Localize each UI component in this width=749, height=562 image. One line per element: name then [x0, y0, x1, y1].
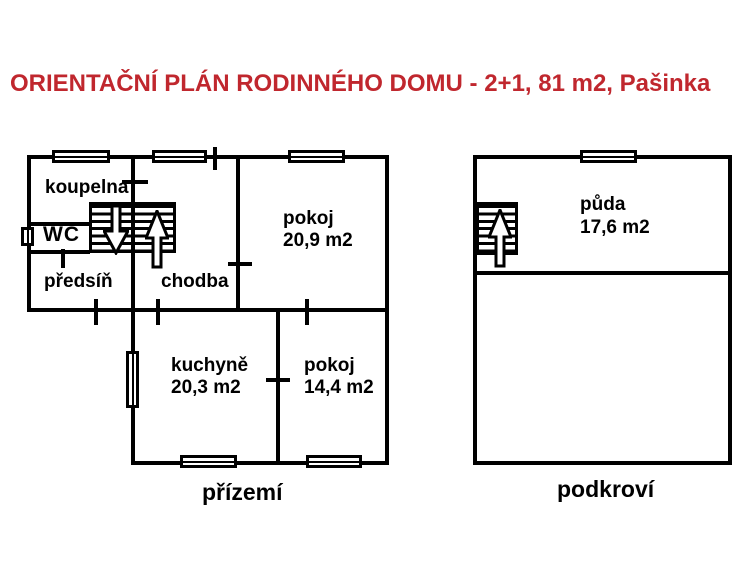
room-label-predsin: předsíň [44, 271, 113, 292]
window-symbol [580, 150, 637, 163]
plan-title: ORIENTAČNÍ PLÁN RODINNÉHO DOMU - 2+1, 81… [10, 70, 711, 97]
door-opening-tick [228, 262, 252, 266]
wall [27, 222, 90, 226]
room-name: pokoj [304, 355, 355, 376]
door-opening-tick [305, 299, 309, 325]
door-opening-tick [213, 147, 217, 170]
wall [236, 155, 240, 312]
wall [131, 155, 135, 465]
door-opening-tick [61, 249, 65, 268]
room-area: 14,4 m2 [304, 377, 374, 398]
floor-label-prizemi: přízemí [202, 479, 283, 505]
room-label-koupelna: koupelna [45, 177, 129, 198]
stair-arrow-up-icon [145, 210, 169, 269]
door-opening-tick [266, 378, 290, 382]
room-area: 20,9 m2 [283, 230, 353, 251]
room-label-pokoj-maly: pokoj 14,4 m2 [304, 355, 374, 399]
door-opening-tick [122, 180, 148, 184]
room-label-puda: půda 17,6 m2 [580, 193, 650, 239]
window-symbol [152, 150, 207, 163]
room-label-kuchyne: kuchyně 20,3 m2 [171, 355, 248, 399]
window-symbol [21, 227, 34, 246]
room-area: 17,6 m2 [580, 217, 650, 238]
wall [276, 308, 280, 465]
wall [27, 308, 389, 312]
wall [131, 461, 389, 465]
window-symbol [126, 351, 139, 408]
stair-arrow-up-icon [488, 209, 512, 268]
room-name: pokoj [283, 208, 334, 229]
room-label-chodba: chodba [161, 271, 229, 292]
wall [728, 155, 732, 465]
wall [473, 155, 477, 465]
room-name: kuchyně [171, 355, 249, 376]
window-symbol [288, 150, 345, 163]
stair-arrow-down-icon [103, 205, 129, 255]
wall [27, 250, 90, 254]
window-symbol [52, 150, 110, 163]
wall [473, 271, 732, 275]
staircase [476, 202, 518, 268]
door-opening-tick [156, 299, 160, 325]
floor-label-podkrovi: podkroví [557, 476, 655, 502]
wall [27, 155, 389, 159]
door-opening-tick [94, 299, 98, 325]
room-name: půda [580, 194, 626, 215]
wall [473, 461, 732, 465]
room-area: 20,3 m2 [171, 377, 241, 398]
window-symbol [180, 455, 237, 468]
window-symbol [306, 455, 362, 468]
room-label-wc: WC [43, 223, 80, 246]
room-label-pokoj-velky: pokoj 20,9 m2 [283, 208, 353, 252]
